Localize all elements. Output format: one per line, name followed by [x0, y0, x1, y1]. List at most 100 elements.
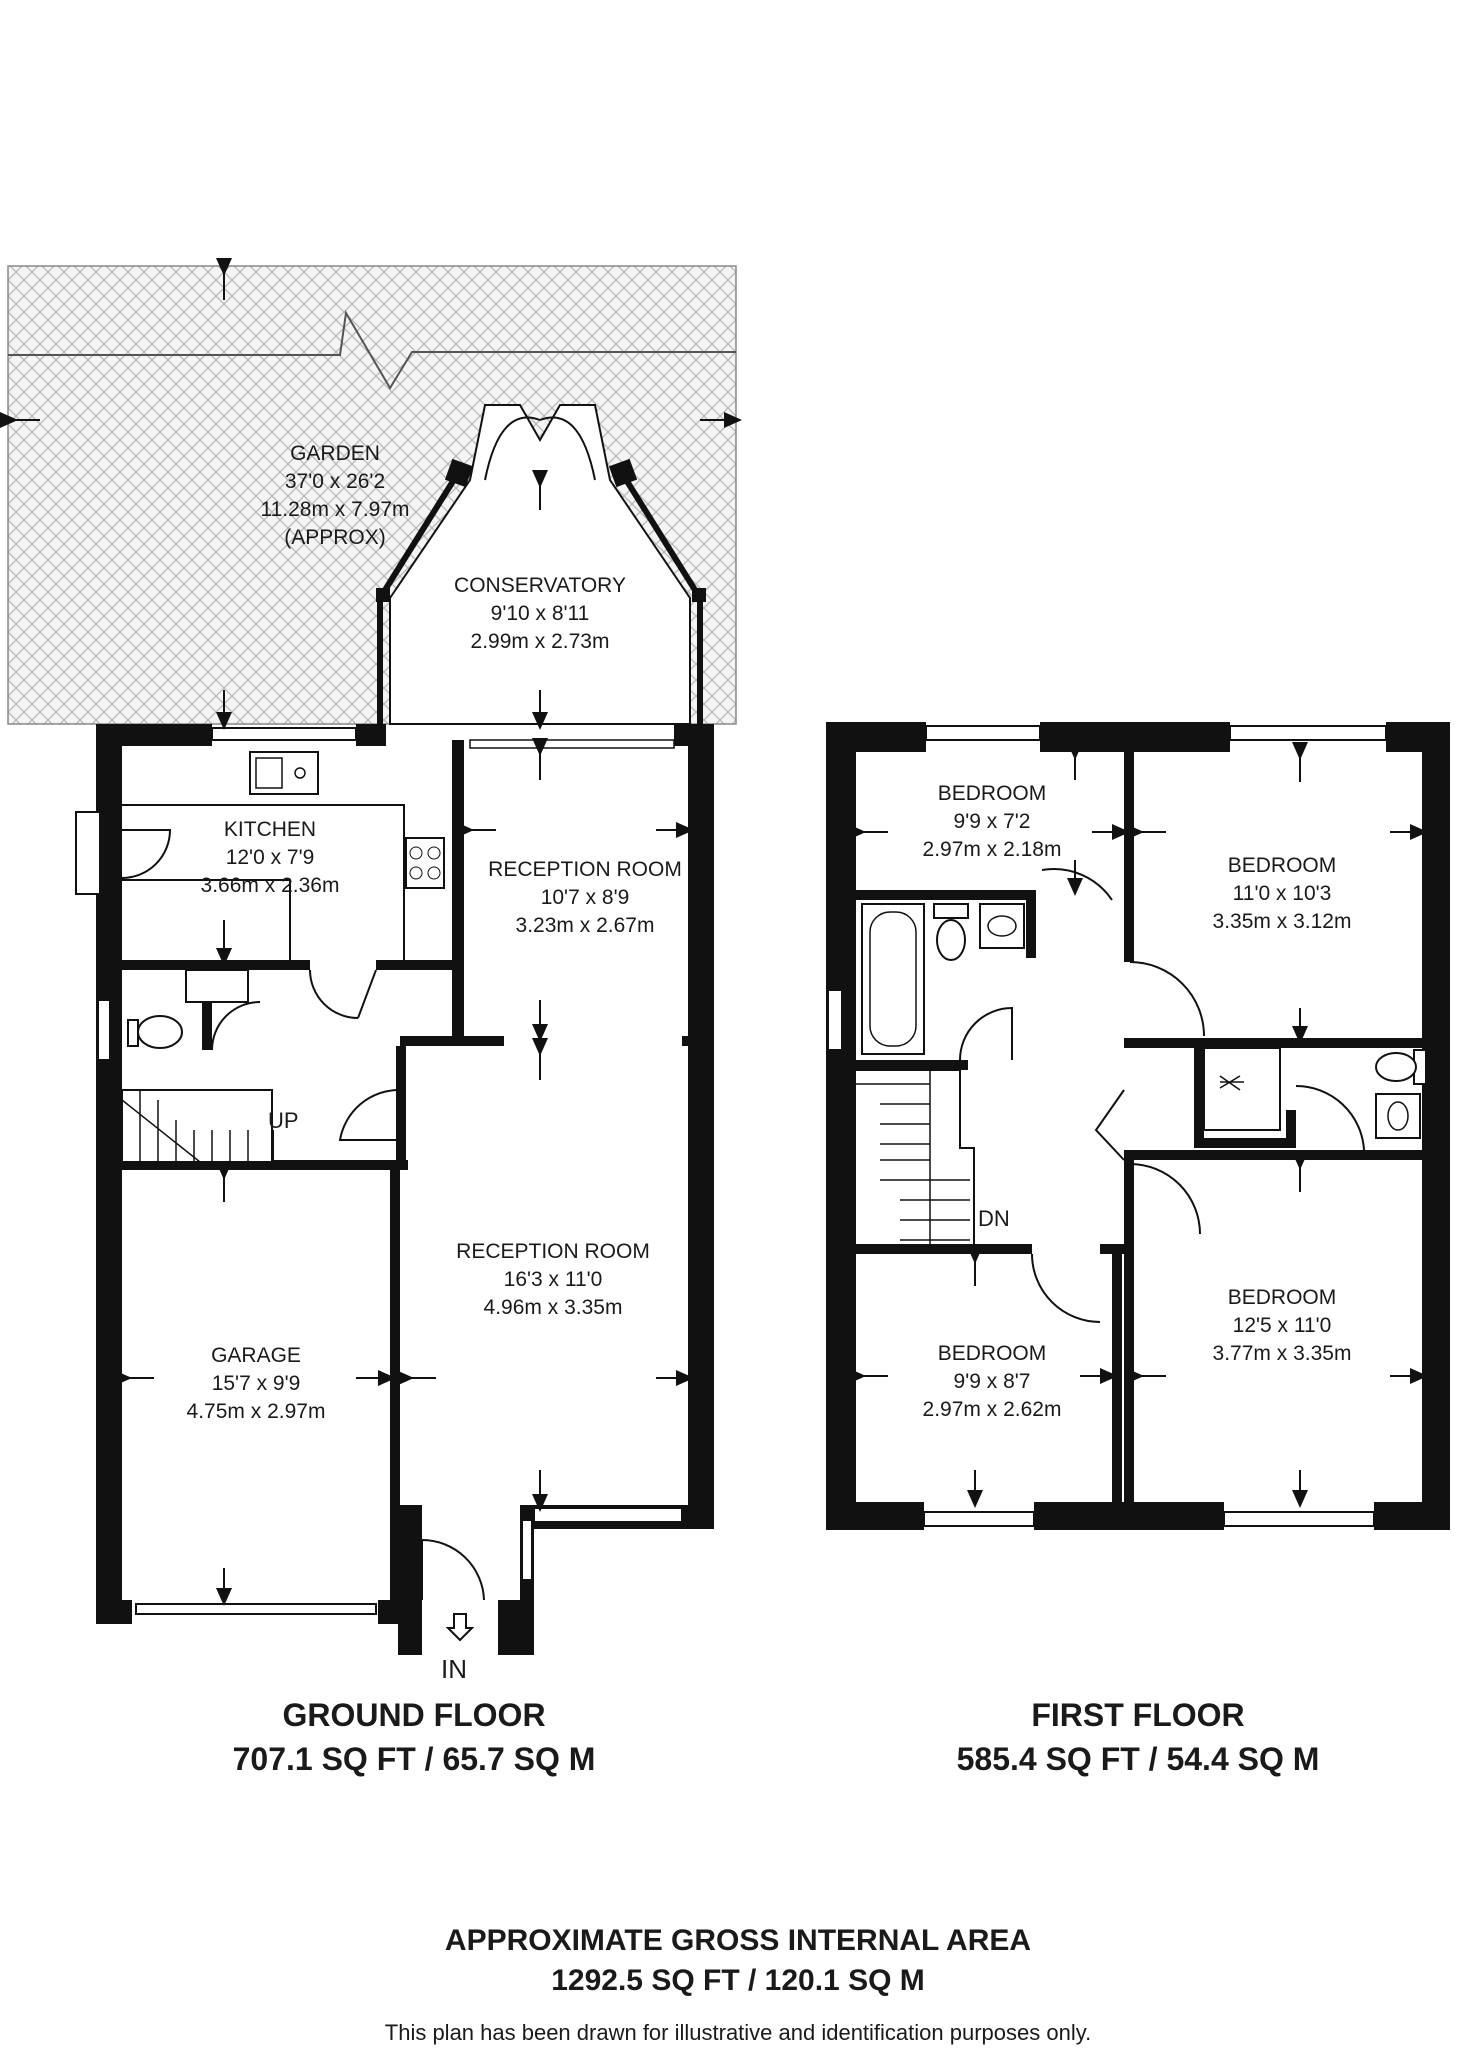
total-area-value: 1292.5 SQ FT / 120.1 SQ M: [551, 1964, 925, 1997]
wall-east: [688, 724, 714, 1528]
wall-kitchen-south-right: [376, 960, 456, 970]
wall-porch-bottom-right: [498, 1600, 534, 1655]
garden-label: GARDEN: [290, 442, 380, 465]
ff-wall-bed3-north: [856, 1244, 1032, 1254]
reception-1-imperial: 10'7 x 8'9: [541, 886, 630, 909]
disclaimer: This plan has been drawn for illustrativ…: [385, 2020, 1091, 2045]
conservatory-post-right: [608, 458, 638, 488]
conservatory-post-bl: [376, 588, 390, 602]
bedroom-4-metric: 3.77m x 3.35m: [1213, 1342, 1352, 1365]
dimension-arrows-first: [848, 742, 1428, 1508]
kitchen-label: KITCHEN: [224, 818, 316, 841]
stairs-up-label: UP: [268, 1108, 299, 1133]
reception-window: [533, 1507, 683, 1523]
ff-bed2-door: [1129, 961, 1205, 1037]
ff-wall-bed3-east: [1112, 1254, 1122, 1502]
bedroom-1-metric: 2.97m x 2.18m: [923, 838, 1062, 861]
ff-bath-toilet: [933, 903, 969, 961]
kitchen-worktop: [122, 804, 405, 960]
kitchen-metric: 3.66m x 2.36m: [201, 874, 340, 897]
stairs-down-label: DN: [978, 1206, 1010, 1231]
wall-north-left: [96, 724, 212, 746]
garage-imperial: 15'7 x 9'9: [212, 1372, 301, 1395]
bedroom-2-label: BEDROOM: [1228, 854, 1337, 877]
ff-wall-bath-south: [856, 1060, 968, 1070]
ff-wall-south-mid: [1034, 1502, 1224, 1530]
ground-floor-title: GROUND FLOOR: [282, 1697, 545, 1733]
ff-wall-bath-east: [1026, 890, 1036, 958]
ff-window-bed2: [1229, 725, 1387, 741]
garage-door: [135, 1603, 377, 1615]
ff-bed4-door: [1129, 1163, 1201, 1235]
wall-garage-south-left: [96, 1600, 132, 1624]
ff-bed3-door: [1031, 1253, 1101, 1323]
reception-1-metric: 3.23m x 2.67m: [516, 914, 655, 937]
entrance-arrow: [445, 1613, 475, 1642]
bedroom-1-imperial: 9'9 x 7'2: [954, 810, 1031, 833]
french-doors: [484, 416, 596, 481]
reception-2-imperial: 16'3 x 11'0: [504, 1268, 603, 1291]
ff-wall-west: [826, 722, 856, 1530]
ff-wall-north-mid: [1040, 722, 1230, 752]
bedroom-4-label: BEDROOM: [1228, 1286, 1337, 1309]
front-door: [421, 1538, 485, 1601]
bedroom-4-imperial: 12'5 x 11'0: [1233, 1314, 1332, 1337]
bedroom-3-imperial: 9'9 x 8'7: [954, 1370, 1031, 1393]
ff-landing-door: [1094, 1089, 1125, 1161]
ff-wall-bed3-north-right: [1100, 1244, 1134, 1254]
conservatory-label: CONSERVATORY: [454, 574, 626, 597]
ff-wall-east: [1422, 722, 1450, 1530]
garden-note: (APPROX): [284, 526, 386, 549]
ff-bed1-door: [1041, 868, 1113, 901]
ground-floor-area: 707.1 SQ FT / 65.7 SQ M: [233, 1741, 596, 1777]
wall-north-mid: [356, 724, 386, 746]
conservatory-imperial: 9'10 x 8'11: [491, 602, 590, 625]
hall-door: [357, 969, 377, 1019]
conservatory-area: [389, 404, 691, 725]
ff-window-bed1: [925, 725, 1041, 741]
first-floor-area: 585.4 SQ FT / 54.4 SQ M: [957, 1741, 1320, 1777]
garden-metric: 11.28m x 7.97m: [260, 498, 409, 521]
ff-wall-bed2-west: [1124, 752, 1134, 962]
porch-window: [521, 1519, 533, 1581]
garage-label: GARAGE: [211, 1344, 301, 1367]
wall-hall-west: [396, 1046, 406, 1166]
ff-ensuite-shower: [1203, 1047, 1281, 1131]
wall-kitchen-south-left: [122, 960, 310, 970]
ff-bathtub: [861, 903, 925, 1055]
wall-kitchen-reception: [452, 740, 464, 1040]
total-area-title: APPROXIMATE GROSS INTERNAL AREA: [445, 1924, 1031, 1957]
ground-stairs: [121, 1089, 273, 1163]
ff-window-bed4: [1223, 1511, 1375, 1527]
bedroom-2-metric: 3.35m x 3.12m: [1213, 910, 1352, 933]
ff-bath-door: [959, 1006, 1013, 1061]
ff-stairs: [856, 1069, 975, 1254]
ff-wall-bed2-south: [1124, 1038, 1422, 1048]
wall-wc-east: [202, 960, 212, 1050]
first-floor-title: FIRST FLOOR: [1031, 1697, 1244, 1733]
wall-reception-divide-right: [682, 1036, 692, 1046]
bedroom-1-label: BEDROOM: [938, 782, 1047, 805]
ff-wall-south-left: [826, 1502, 924, 1530]
ff-window-bed3: [923, 1511, 1035, 1527]
garden-break-line: [8, 310, 736, 390]
ground-wc: [97, 969, 261, 1061]
kitchen-window: [211, 727, 357, 741]
ff-wall-ensuite-south: [1204, 1138, 1296, 1148]
bedroom-3-metric: 2.97m x 2.62m: [923, 1398, 1062, 1421]
kitchen-imperial: 12'0 x 7'9: [226, 846, 315, 869]
ff-wall-bed4-north: [1124, 1150, 1422, 1160]
dimension-arrows-ground: [0, 258, 742, 1606]
ff-ensuite-toilet: [1375, 1049, 1427, 1085]
wall-porch-west: [398, 1505, 422, 1655]
garden-imperial: 37'0 x 26'2: [285, 470, 385, 493]
ff-wall-bed4-west-lower: [1124, 1240, 1134, 1502]
ff-wall-south-right: [1374, 1502, 1450, 1530]
bedroom-2-imperial: 11'0 x 10'3: [1233, 882, 1332, 905]
ff-wall-ensuite-west: [1194, 1048, 1204, 1148]
ff-wall-bed4-west: [1124, 1160, 1134, 1240]
first-floor-plan: BEDROOM 9'9 x 7'2 2.97m x 2.18m BEDROOM …: [826, 722, 1450, 1777]
bedroom-3-label: BEDROOM: [938, 1342, 1047, 1365]
reception-2-label: RECEPTION ROOM: [456, 1240, 650, 1263]
